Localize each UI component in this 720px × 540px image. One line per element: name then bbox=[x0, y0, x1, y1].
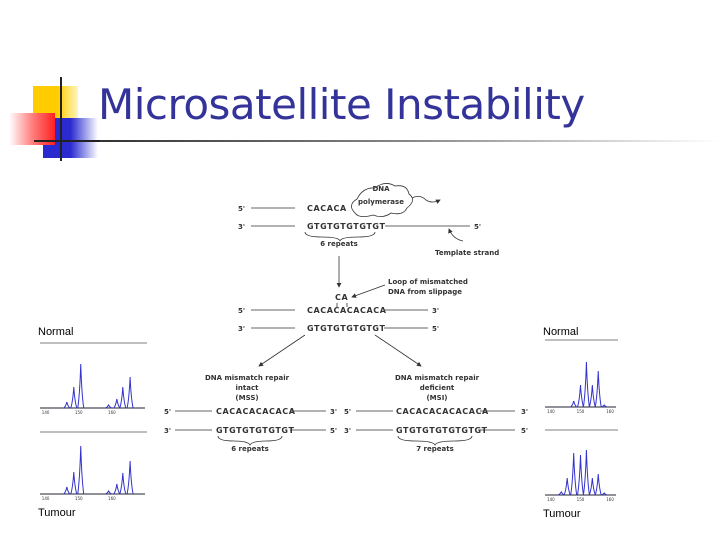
msi-label: deficient bbox=[420, 384, 455, 392]
sequence-text: GTGTGTGTGTGT bbox=[216, 426, 295, 435]
strand-end-label: 3' bbox=[238, 223, 245, 231]
left-normal-peak bbox=[113, 398, 121, 409]
left-tumour-peak bbox=[77, 445, 85, 495]
slide-title: Microsatellite Instability bbox=[98, 80, 585, 129]
repeats-label: 7 repeats bbox=[416, 445, 454, 453]
left-tumour-peak bbox=[63, 486, 71, 495]
strand-end-label: 3' bbox=[164, 427, 171, 435]
right-tumour-tick-label: 140 bbox=[547, 497, 555, 502]
left-normal-peak bbox=[119, 386, 127, 409]
sequence-text: GTGTGTGTGTGT bbox=[307, 222, 386, 231]
logo bbox=[0, 0, 110, 170]
left-normal-peak bbox=[63, 401, 71, 409]
right-tumour-peak bbox=[570, 452, 578, 496]
sequence-text: GTGTGTGTGTGTGT bbox=[396, 426, 488, 435]
left-tumour-peak bbox=[70, 471, 78, 495]
msi-label: DNA mismatch repair bbox=[395, 374, 480, 382]
mss-label: (MSS) bbox=[235, 394, 258, 402]
left-tumour-peak bbox=[113, 483, 121, 495]
polymerase-label: polymerase bbox=[358, 198, 404, 206]
strand-end-label: 3' bbox=[330, 408, 337, 416]
logo-horizontal-line bbox=[34, 140, 110, 142]
left-tumour-peak bbox=[105, 489, 112, 495]
sequence-text: GTGTGTGTGTGT bbox=[307, 324, 386, 333]
right-normal-peak bbox=[594, 370, 602, 408]
logo-vertical-line bbox=[60, 77, 62, 161]
strand-end-label: 5' bbox=[344, 408, 351, 416]
right-normal-peak bbox=[582, 361, 590, 408]
left-normal-tick-label: 160 bbox=[108, 410, 116, 415]
left-tumour-tick-label: 150 bbox=[75, 496, 83, 501]
right-normal-peak bbox=[570, 400, 578, 408]
repeats-label: 6 repeats bbox=[320, 240, 358, 248]
sequence-text: CACACACACACA bbox=[307, 306, 387, 315]
polymerase-label: DNA bbox=[372, 185, 390, 193]
left-normal-peak bbox=[105, 403, 112, 409]
right-tumour-peak bbox=[588, 477, 596, 496]
logo-red-square bbox=[9, 113, 55, 145]
template-strand-label: Template strand bbox=[435, 249, 499, 257]
right-tumour-peak bbox=[577, 454, 584, 496]
strand-end-label: 5' bbox=[238, 205, 245, 213]
mss-label: intact bbox=[236, 384, 260, 392]
left-normal-tick-label: 150 bbox=[75, 410, 83, 415]
sequence-text: CACACA bbox=[307, 204, 347, 213]
title-underline bbox=[100, 140, 720, 142]
strand-end-label: 5' bbox=[521, 427, 528, 435]
electropherograms: 140 150 160 140 150 160 140 150 160 140 150 160 bbox=[40, 339, 618, 502]
loop-sequence: CA bbox=[335, 293, 348, 302]
left-normal-tick-label: 140 bbox=[42, 410, 50, 415]
left-normal-peak bbox=[70, 386, 78, 409]
left-normal-peak bbox=[77, 363, 85, 409]
strand-end-label: 5' bbox=[164, 408, 171, 416]
mss-label: DNA mismatch repair bbox=[205, 374, 290, 382]
left-tumour-label: Tumour bbox=[38, 507, 76, 519]
right-tumour-peak bbox=[582, 449, 590, 496]
right-normal-peak bbox=[577, 384, 584, 408]
strand-end-label: 5' bbox=[238, 307, 245, 315]
right-normal-tick-label: 150 bbox=[577, 409, 585, 414]
msi-label: (MSI) bbox=[426, 394, 447, 402]
strand-end-label: 5' bbox=[474, 223, 481, 231]
left-normal-label: Normal bbox=[38, 326, 74, 338]
left-tumour-peak bbox=[119, 472, 127, 495]
left-normal-peak bbox=[126, 376, 134, 409]
sequence-text: CACACACACACA bbox=[216, 407, 296, 416]
right-tumour-peak bbox=[558, 490, 565, 496]
right-normal-tick-label: 160 bbox=[606, 409, 614, 414]
strand-end-label: 5' bbox=[330, 427, 337, 435]
loop-label: Loop of mismatched bbox=[388, 278, 468, 286]
right-tumour-peak bbox=[601, 492, 608, 496]
right-tumour-tick-label: 150 bbox=[577, 497, 585, 502]
left-tumour-tick-label: 140 bbox=[42, 496, 50, 501]
right-normal-label: Normal bbox=[543, 326, 579, 338]
strand-end-label: 3' bbox=[238, 325, 245, 333]
loop-label: DNA from slippage bbox=[388, 288, 462, 296]
left-tumour-peak bbox=[126, 460, 134, 495]
strand-end-label: 5' bbox=[432, 325, 439, 333]
left-tumour-tick-label: 160 bbox=[108, 496, 116, 501]
strand-end-label: 3' bbox=[432, 307, 439, 315]
right-tumour-label: Tumour bbox=[543, 508, 581, 520]
strand-end-label: 3' bbox=[344, 427, 351, 435]
strand-end-label: 3' bbox=[521, 408, 528, 416]
right-tumour-peak bbox=[594, 473, 602, 496]
right-tumour-tick-label: 160 bbox=[606, 497, 614, 502]
repeats-label: 6 repeats bbox=[231, 445, 269, 453]
sequence-text: CACACACACACACA bbox=[396, 407, 489, 416]
right-tumour-peak bbox=[563, 477, 571, 496]
right-normal-tick-label: 140 bbox=[547, 409, 555, 414]
right-normal-peak bbox=[588, 384, 596, 408]
right-normal-peak bbox=[601, 404, 608, 408]
